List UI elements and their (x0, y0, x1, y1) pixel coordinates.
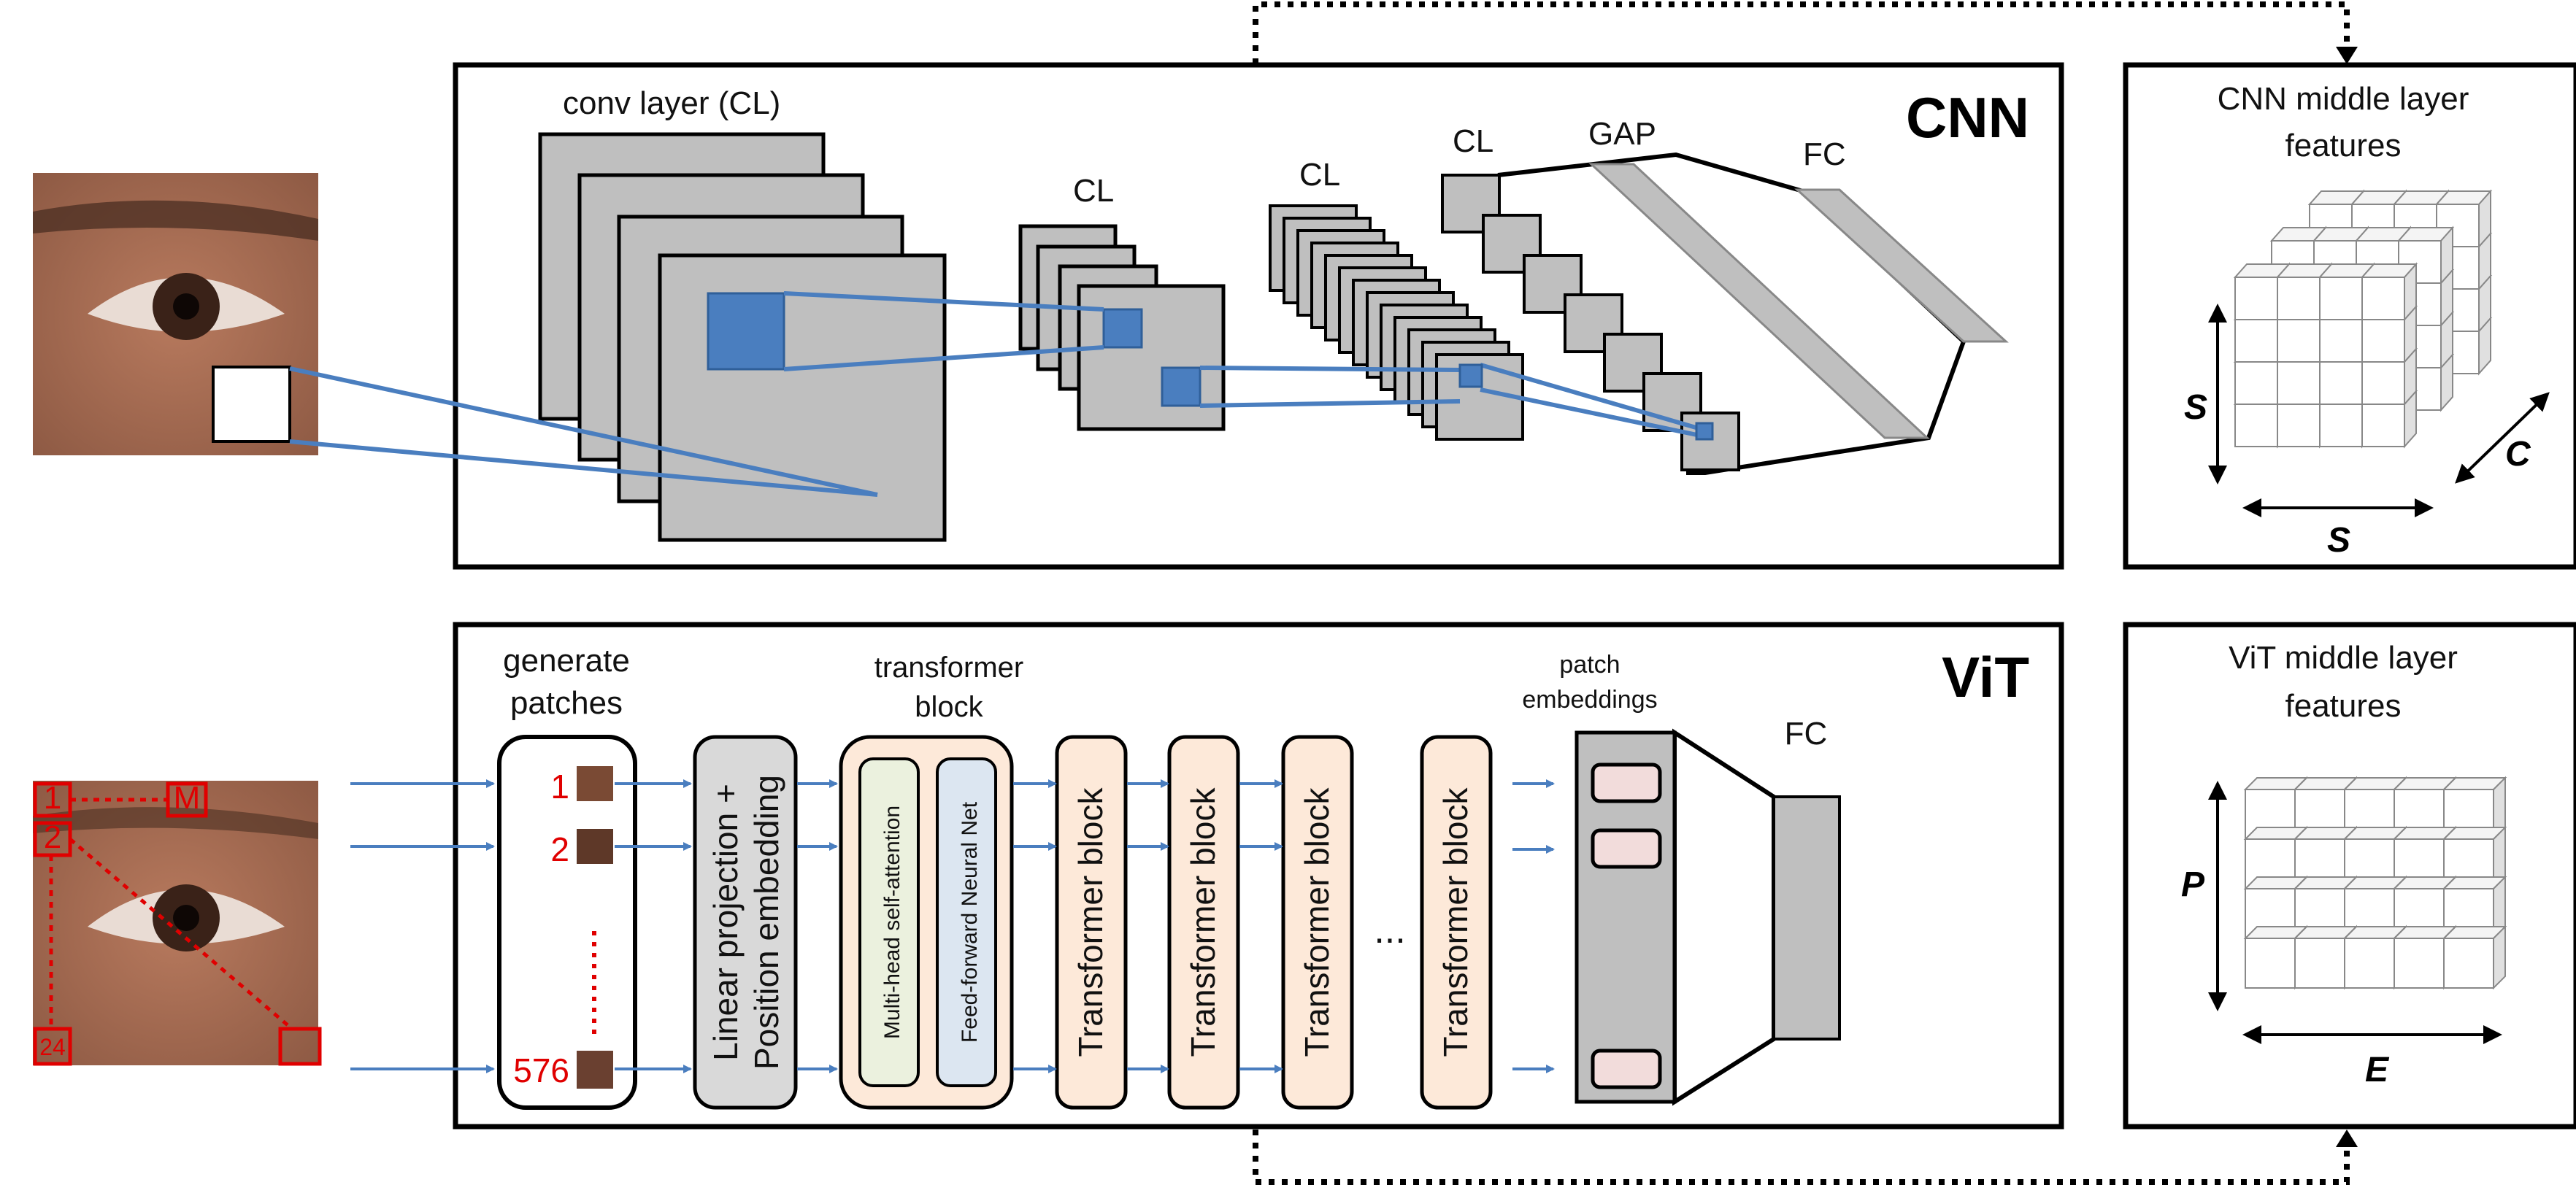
vit-feature-matrix (2243, 776, 2507, 990)
dim-e-label: E (2365, 1051, 2390, 1089)
mhsa-box (858, 757, 920, 1087)
transformer-block-label: Transformer block (1298, 787, 1336, 1057)
transformer-block (1420, 735, 1493, 1110)
fc-layer-cnn (1794, 188, 2009, 343)
receptive-field-lines (289, 291, 1712, 497)
transformer-block (1281, 735, 1354, 1110)
cl-stack-4 (1441, 174, 1740, 471)
grid-index-24: 24 (39, 1034, 66, 1060)
transformer-block-label: Transformer block (1184, 787, 1222, 1057)
vit-feature-cell (2245, 938, 2296, 989)
input-arrows (350, 779, 495, 1073)
patch-embedding-1 (1591, 762, 1662, 803)
grid-index-2: 2 (44, 819, 61, 855)
conv-layer-label: conv layer (CL) (563, 85, 780, 121)
patch-embeddings-label-1: patch (1559, 651, 1620, 679)
transformer-block-label-1: transformer (874, 652, 1024, 684)
conv-kernel-2b (1161, 366, 1202, 407)
patch-embedding-576 (1591, 1049, 1662, 1089)
linear-projection-box (693, 735, 798, 1110)
patch-number-1: 1 (550, 768, 569, 806)
transformer-block-stack: Transformer block Transformer block Transf… (1013, 735, 1493, 1110)
patch-number-576: 576 (513, 1051, 569, 1089)
vit-features-title-2: features (2285, 688, 2402, 724)
patch-thumb-576 (577, 1051, 613, 1089)
dim-c-label: C (2505, 435, 2531, 474)
vit-features-title-1: ViT middle layer (2229, 640, 2458, 676)
generate-patches-label-2: patches (510, 685, 623, 721)
dim-arrow-c (2455, 392, 2550, 484)
patch-grid-overlay (33, 781, 322, 1066)
patch-embeddings-label-2: embeddings (1522, 686, 1657, 714)
transformer-block-label-2: block (915, 691, 983, 723)
embedding-arrows (1512, 779, 1555, 1073)
vit-feature-cell (2294, 938, 2345, 989)
cnn-feature-cell (2361, 263, 2417, 320)
transformer-block-label: Transformer block (1072, 787, 1110, 1057)
fc-label-cnn: FC (1803, 136, 1846, 172)
receptive-field-patch (212, 366, 291, 443)
vit-features-panel: ViT middle layer features P E (2123, 622, 2576, 1130)
cnn-features-title-2: features (2285, 128, 2402, 163)
patch-thumb-2 (577, 829, 613, 864)
vit-feature-cell (2443, 938, 2494, 989)
dim-s-vertical-label: S (2184, 388, 2207, 427)
fc-layer-vit (1772, 795, 1841, 1041)
dim-p-label: P (2181, 865, 2205, 904)
vit-fc-funnel (1672, 728, 1776, 1106)
patch-number-2: 2 (550, 830, 569, 868)
ellipsis-label: ... (1374, 909, 1405, 951)
ffnn-box (936, 757, 997, 1087)
dim-s-horizontal-label: S (2327, 521, 2350, 560)
conv-kernel-4 (1695, 422, 1714, 441)
generate-patches-label-1: generate (503, 643, 630, 679)
cnn-title: CNN (1906, 85, 2029, 150)
vit-feature-cell (2394, 938, 2445, 989)
conv-kernel-1 (707, 292, 785, 371)
cl-label-4: CL (1453, 123, 1493, 159)
vit-panel: ViT 1 M 2 24 generat (33, 622, 2064, 1130)
linear-projection-label-1: Linear projection + (707, 784, 745, 1061)
transformer-block-label: Transformer block (1437, 787, 1475, 1057)
transformer-block (1055, 735, 1128, 1110)
linear-projection-label-2: Position embedding (747, 775, 785, 1070)
dotted-arrowheads (2336, 47, 2358, 1147)
cl-label-2: CL (1073, 173, 1114, 209)
vit-title: ViT (1942, 645, 2029, 709)
eye-photo-top (33, 173, 318, 455)
cl-label-3: CL (1299, 157, 1340, 193)
patch-arrows (615, 779, 692, 1073)
projection-arrows (797, 779, 838, 1073)
grid-index-m: M (174, 780, 201, 816)
fc-label-vit: FC (1785, 716, 1828, 752)
conv-kernel-3 (1458, 363, 1483, 388)
patch-thumb-1 (577, 766, 613, 801)
conv-kernel-2a (1102, 308, 1143, 349)
cnn-features-panel: CNN middle layer features S S C (2123, 62, 2576, 570)
dotted-connector-path (1253, 1, 2350, 1185)
grid-index-1: 1 (44, 780, 61, 816)
mhsa-label: Multi-head self-attention (880, 806, 904, 1039)
eye-photo-bottom (33, 781, 318, 1065)
patch-embedding-2 (1591, 828, 1662, 869)
ffnn-label: Feed-forward Neural Net (958, 801, 982, 1043)
vit-feature-cell-side (2493, 924, 2506, 990)
cnn-panel: CNN conv layer (CL) CL (33, 62, 2064, 570)
gap-label: GAP (1588, 116, 1656, 152)
gap-layer (1588, 163, 1930, 439)
cnn-features-title-1: CNN middle layer (2218, 81, 2469, 117)
transformer-block (1167, 735, 1240, 1110)
vit-feature-cell (2344, 938, 2395, 989)
